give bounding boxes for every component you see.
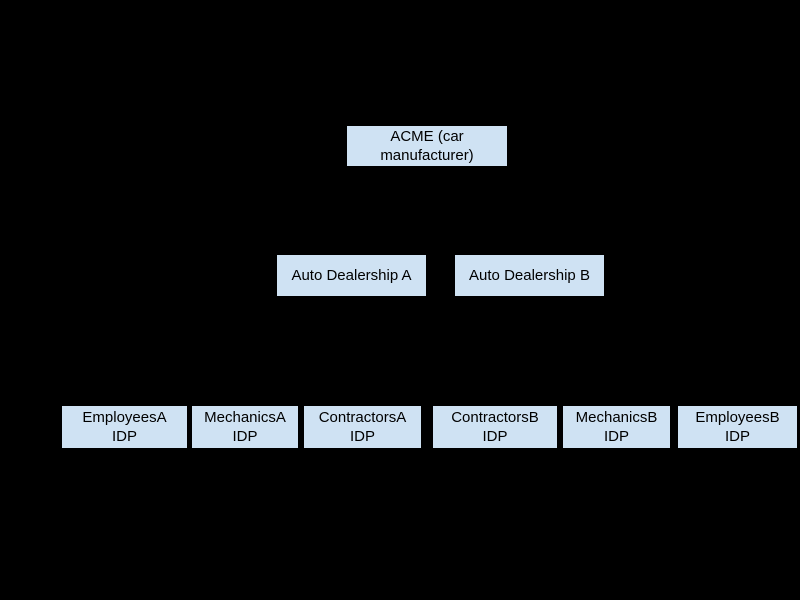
node-acme: ACME (car manufacturer) bbox=[347, 126, 507, 166]
node-auto-dealership-b: Auto Dealership B bbox=[455, 255, 604, 296]
node-contractors-b-idp: ContractorsB IDP bbox=[433, 406, 557, 448]
node-mechanics-b-idp: MechanicsB IDP bbox=[563, 406, 670, 448]
node-mechanics-a-idp: MechanicsA IDP bbox=[192, 406, 298, 448]
node-employees-b-idp: EmployeesB IDP bbox=[678, 406, 797, 448]
node-employees-a-idp: EmployeesA IDP bbox=[62, 406, 187, 448]
node-auto-dealership-a: Auto Dealership A bbox=[277, 255, 426, 296]
node-contractors-a-idp: ContractorsA IDP bbox=[304, 406, 421, 448]
